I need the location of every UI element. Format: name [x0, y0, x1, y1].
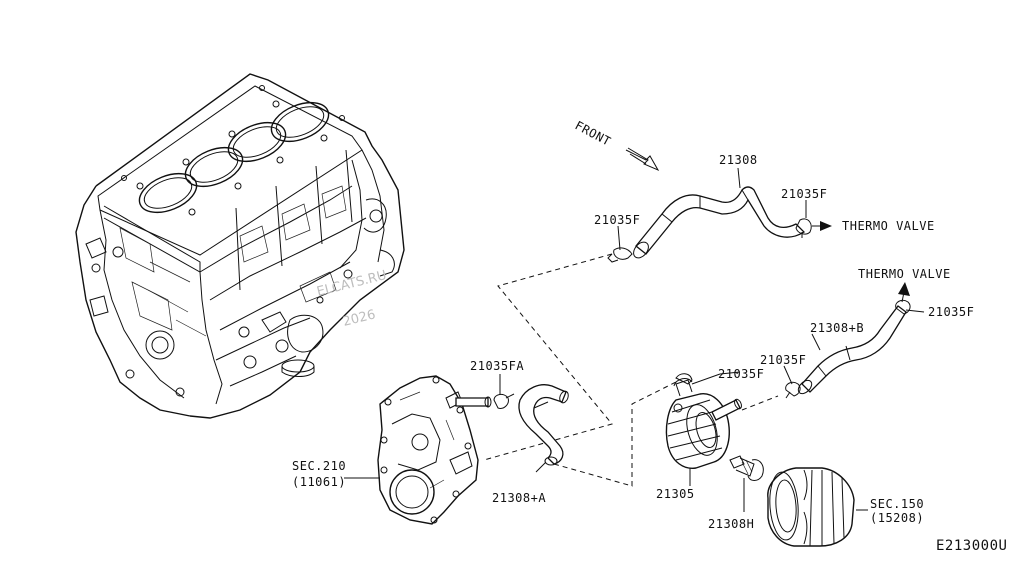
label-21035F-mid: 21035F [718, 367, 764, 381]
hose-clamp-21035F-right [795, 212, 812, 238]
label-21035F-mid-right: 21035F [760, 353, 806, 367]
diagram-code: E213000U [936, 538, 1007, 554]
label-thermo-valve-2: THERMO VALVE [858, 267, 951, 281]
watermark-line2: 2026 [341, 307, 377, 330]
water-hose-21308 [633, 186, 806, 259]
label-21308: 21308 [719, 153, 758, 167]
label-sec210: SEC.210 [292, 459, 346, 473]
front-direction-arrow: FRONT [573, 118, 660, 172]
label-21305: 21305 [656, 487, 695, 501]
routing-line-bottom [553, 379, 681, 487]
label-sec150: SEC.150 [870, 497, 924, 511]
label-21035F-far-right: 21035F [928, 305, 974, 319]
label-sec150-ref: (15208) [870, 511, 924, 525]
routing-line-top [483, 253, 613, 461]
label-21035F-top-left: 21035F [594, 213, 640, 227]
water-hose-21308B [797, 305, 907, 395]
label-21308B: 21308+B [810, 321, 864, 335]
hose-clamp-21035F-mid [675, 373, 693, 385]
hose-clamp-21035F-left [607, 247, 633, 263]
hose-clamp-21035F-far-right [895, 299, 925, 315]
label-21035FA: 21035FA [470, 359, 524, 373]
routing-line-right [741, 395, 779, 411]
label-sec210-ref: (11061) [292, 475, 346, 489]
hose-clamp-21035FA [493, 393, 515, 409]
front-label: FRONT [573, 118, 614, 148]
label-21035F-top-right: 21035F [781, 187, 827, 201]
oil-cooler-21305 [665, 378, 742, 469]
label-21308H: 21308H [708, 517, 754, 531]
label-21308A: 21308+A [492, 491, 546, 505]
front-cover-11061 [377, 375, 492, 525]
oil-filter-15208 [767, 467, 855, 547]
label-thermo-valve-1: THERMO VALVE [842, 219, 935, 233]
hose-clamp-21035F-mid-right [785, 381, 801, 399]
water-hose-21308A [518, 384, 569, 466]
connector-bolt-21308H [729, 455, 764, 481]
thermo-valve-arrow-2 [898, 282, 910, 303]
thermo-valve-arrow-1 [812, 221, 832, 231]
engine-block [75, 73, 405, 419]
